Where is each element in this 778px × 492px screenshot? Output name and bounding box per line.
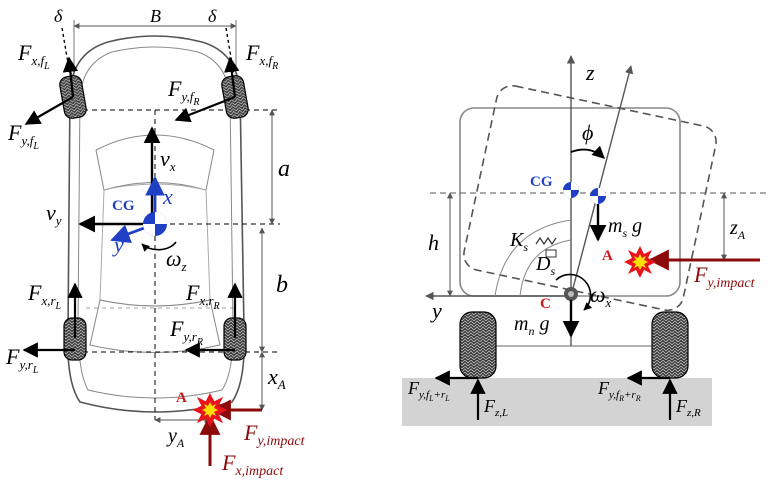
rear-window-outline [89,299,221,353]
roll-rate-arc [555,273,592,311]
rear-view: z ϕ CG ms g h zA Ks Ds A Fy,impact C ωx … [402,55,766,426]
ks-label: Ks [509,229,528,254]
spring-symbol [535,236,557,246]
delta-left-label: δ [54,6,63,26]
dim-b-label: b [276,272,288,298]
fz-r-label: Fz,R [675,396,701,419]
fy-fr-label: Fy,fR [167,76,199,108]
fz-l-label: Fz,L [483,396,508,419]
mn-g-label: mn g [514,313,549,338]
arrow-fy-front-left [24,96,74,125]
arrow-fx-front-right [224,56,240,98]
z-axis-label: z [585,60,595,85]
tire-rear-view-right [651,311,689,379]
impact-burst-top-inner [202,402,218,418]
cg-label-top: CG [112,198,135,214]
f-y-impact-label-rear: Fy,impact [693,262,756,291]
vx-label: vx [160,146,176,174]
z-a-label: zA [729,217,746,242]
fx-fr-label: Fx,fR [245,40,278,72]
omega-x-label: ωx [590,282,612,310]
ms-g-label: ms g [608,215,642,240]
track-width-label: B [150,6,161,26]
cg-symbol-top [143,212,167,236]
y-axis-label-top: y [112,232,124,257]
cg-symbol-upright [563,182,579,198]
windshield-outline [95,134,215,191]
cg-symbol-rolled [590,188,606,204]
yaw-rate-arc [141,241,177,252]
x-axis-label: x [162,184,173,209]
top-view: B δ δ [5,6,306,479]
phi-label: ϕ [582,120,593,145]
ds-label: Ds [535,253,555,278]
roll-angle-arc [570,145,605,159]
x-a-label: xA [267,364,286,392]
omega-z-label: ωz [166,246,187,274]
f-y-impact-label-top: Fy,impact [243,420,306,449]
impact-burst-rear-inner [632,254,648,270]
f-x-impact-label: Fx,impact [221,450,284,479]
delta-right-label: δ [208,6,217,26]
fy-rr-label: Fy,rR [169,316,203,348]
y-axis-label-rear: y [430,298,442,323]
fy-left-tire-label: Fy,fL+rL [407,378,450,403]
h-label: h [428,230,439,255]
damper-symbol [545,249,557,258]
fy-fl-label: Fy,fL [7,120,39,152]
roll-spring-arc [494,219,572,297]
body-rolled [463,84,717,312]
tire-rear-view-left [459,311,497,379]
cg-label-rear: CG [530,174,553,190]
fx-fl-label: Fx,fL [17,40,50,72]
arrow-fx-front-left [62,56,79,98]
vy-label: vy [46,200,62,228]
y-a-label: yA [166,425,185,450]
fx-rl-label: Fx,rL [27,280,62,312]
fy-rl-label: Fy,rL [5,344,39,376]
roll-damper-arc [519,239,572,297]
fx-rr-label: Fx,rR [185,280,220,312]
roll-center-symbol [564,287,578,301]
arrow-fy-front-right [174,95,236,123]
point-c-label: C [540,296,551,312]
point-a-label-top: A [176,390,187,406]
dim-a-label: a [278,156,290,182]
rolled-axis-line [570,65,634,297]
fy-right-tire-label: Fy,fR+rR [597,378,641,403]
ground [402,378,712,426]
point-a-label-rear: A [602,248,613,264]
